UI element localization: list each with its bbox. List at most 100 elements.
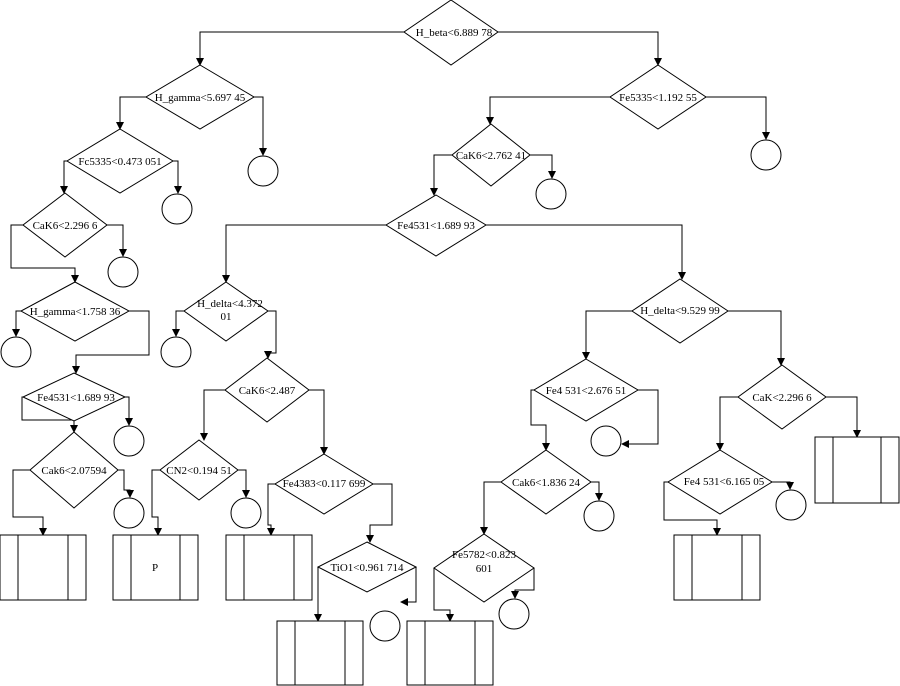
leaf-box [673,534,761,601]
decision-node: CaK6<2.762 41 [451,123,531,187]
decision-node: Cak6<2.07594 [29,431,119,509]
connector [151,469,162,536]
decision-label: Fc5335<0.473 051 [78,156,161,168]
decision-label: H_gamma<1.758 36 [30,306,121,318]
connector [716,396,738,451]
decision-label: Fe4531<1.689 93 [397,220,475,232]
leaf-box [276,620,364,686]
connector [582,310,632,360]
connector [486,224,686,280]
decision-label: H_delta<9.529 99 [640,305,720,317]
connector [728,310,785,366]
connector [663,481,721,536]
connector [498,31,662,66]
connector [238,469,250,498]
connector [826,396,861,438]
connector [10,224,79,283]
connector [107,224,127,257]
decision-node: Fe5335<1.192 55 [609,64,707,130]
connector [706,96,770,140]
connector [309,389,328,455]
connector [264,310,277,359]
leaf-box [406,620,494,686]
decision-label: TiO1<0.961 714 [330,562,404,574]
terminal-circle [750,139,782,171]
connector [530,154,556,179]
connector [172,310,184,337]
connector [621,389,659,448]
terminal-circle [230,497,262,529]
connectors [10,31,861,622]
connector [400,567,417,606]
decision-label: CaK6<2.762 41 [456,150,526,162]
decision-label: CaK6<2.296 6 [33,220,98,232]
decision-label: Fe4 531<6.165 05 [684,476,765,488]
decision-node: CaK6<2.296 6 [22,192,108,258]
terminal-circle [775,489,807,521]
decision-label: Fe4531<1.689 93 [37,392,115,404]
decision-node: H_delta<9.529 99 [631,278,729,344]
decision-label: Cak6<1.836 24 [512,477,580,489]
decision-node: Fe4531<1.689 93 [21,372,127,422]
terminal-circle [161,193,193,225]
connector [591,481,603,501]
connector [12,310,21,337]
decision-nodes: H_beta<6.889 78 H_gamma<5.697 45 Fe5335<… [19,0,827,603]
connector [267,483,275,536]
connector [486,96,610,125]
decision-label: CaK6<2.487 [239,385,296,397]
connector [173,160,182,194]
decision-label: H_beta<6.889 78 [416,27,493,39]
decision-label: Fe5782<0.823 [452,549,516,561]
connector [430,154,452,196]
connector [366,483,393,543]
decision-node: CN2<0.194 51 [159,439,239,501]
leaf-box [225,534,313,601]
connector [511,568,535,599]
connector [72,310,150,374]
connector [60,160,68,194]
decision-node: H_beta<6.889 78 [403,0,499,66]
decision-node: Fe4383<0.117 699 [274,453,374,515]
connector [125,396,133,426]
leaf-nodes: P [0,436,900,686]
terminal-circle [247,155,279,187]
terminal-nodes [0,139,807,642]
decision-node: Cak6<1.836 24 [500,449,592,515]
connector [433,568,454,622]
decision-label: CN2<0.194 51 [166,465,231,477]
terminal-circle [107,256,139,288]
leaf-box [814,436,900,504]
leaf-box: P [112,534,199,601]
connector [480,481,501,535]
decision-label: 601 [476,563,493,575]
decision-label: Fe4 531<2.676 51 [546,385,626,397]
decision-label: Cak6<2.07594 [41,465,107,477]
terminal-circle [369,610,401,642]
decision-node: Fe5782<0.823 601 [433,533,535,603]
leaf-label: P [152,562,158,574]
decision-node: H_gamma<1.758 36 [19,281,131,342]
leaf-box [0,534,87,601]
decision-label: Fe4383<0.117 699 [283,478,366,490]
connector [530,389,550,451]
terminal-circle [583,500,615,532]
connector [12,469,47,536]
decision-label: H_delta<4.372 [197,298,263,310]
decision-label: CaK<2.296 6 [752,392,812,404]
decision-node: H_delta<4.372 01 [183,281,269,342]
terminal-circle [498,598,530,630]
connector [118,469,134,498]
connector [200,389,225,441]
decision-node: Fc5335<0.473 051 [66,128,174,194]
decision-label: 01 [221,311,232,323]
decision-node: H_gamma<5.697 45 [145,64,255,130]
terminal-circle [113,497,145,529]
terminal-circle [535,178,567,210]
connector [772,481,794,490]
decision-node: Fe4531<1.689 93 [385,194,487,257]
terminal-circle [0,336,32,368]
connector [254,96,267,156]
connector [116,96,146,130]
